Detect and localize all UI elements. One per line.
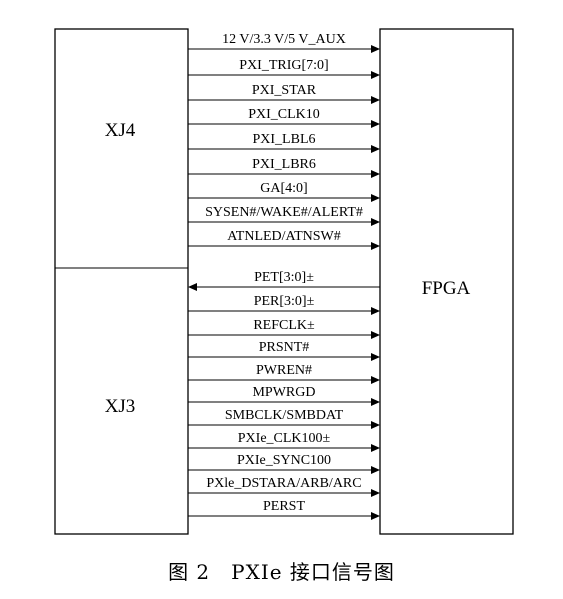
arrow-icon	[371, 242, 380, 250]
signal-label: PER[3:0]±	[254, 294, 315, 309]
signal-row: PWREN#	[188, 363, 380, 384]
figure-caption: 图 2 PXIe 接口信号图	[168, 560, 395, 584]
signal-label: PXI_STAR	[252, 83, 317, 98]
signal-row: PXI_LBR6	[188, 157, 380, 178]
signal-label: GA[4:0]	[260, 181, 307, 196]
signal-row: PXIe_SYNC100	[188, 453, 380, 474]
signal-label: PXI_TRIG[7:0]	[239, 58, 328, 73]
signal-label: PET[3:0]±	[254, 270, 314, 285]
signal-label: PXI_LBL6	[253, 132, 316, 147]
xj3-label: XJ3	[105, 396, 136, 417]
arrow-icon	[188, 283, 197, 291]
xj4-label: XJ4	[105, 120, 136, 141]
arrow-icon	[371, 353, 380, 361]
signal-row: SYSEN#/WAKE#/ALERT#	[188, 205, 380, 226]
arrow-icon	[371, 218, 380, 226]
signal-row: PET[3:0]±	[188, 270, 380, 291]
arrow-icon	[371, 421, 380, 429]
signal-label: ATNLED/ATNSW#	[227, 229, 341, 244]
signal-row: PXI_STAR	[188, 83, 380, 104]
signal-label: PXI_CLK10	[248, 107, 320, 122]
signal-row: SMBCLK/SMBDAT	[188, 408, 380, 429]
arrow-icon	[371, 145, 380, 153]
signal-label: MPWRGD	[252, 385, 315, 400]
arrow-icon	[371, 120, 380, 128]
arrow-icon	[371, 398, 380, 406]
arrow-icon	[371, 512, 380, 520]
arrow-icon	[371, 376, 380, 384]
arrow-icon	[371, 194, 380, 202]
signal-label: PXI_LBR6	[252, 157, 316, 172]
signal-row: PER[3:0]±	[188, 294, 380, 315]
signal-row: PERST	[188, 499, 380, 520]
signal-row: REFCLK±	[188, 318, 380, 339]
signal-label: PXle_DSTARA/ARB/ARC	[206, 476, 361, 491]
signal-label: PWREN#	[256, 363, 312, 378]
signal-row: ATNLED/ATNSW#	[188, 229, 380, 250]
signal-row: PXI_CLK10	[188, 107, 380, 128]
arrow-icon	[371, 331, 380, 339]
signal-row: PXI_TRIG[7:0]	[188, 58, 380, 79]
arrow-icon	[371, 71, 380, 79]
signal-row: GA[4:0]	[188, 181, 380, 202]
signal-label: PXIe_CLK100±	[238, 431, 331, 446]
signal-label: SYSEN#/WAKE#/ALERT#	[205, 205, 363, 220]
signal-label: PRSNT#	[259, 340, 310, 355]
signal-label: REFCLK±	[253, 318, 315, 333]
signal-row: PXI_LBL6	[188, 132, 380, 153]
signal-label: 12 V/3.3 V/5 V_AUX	[222, 32, 346, 47]
signal-label: PERST	[263, 499, 305, 514]
connector-block	[54, 28, 189, 535]
pxie-interface-diagram: XJ4 XJ3 FPGA 12 V/3.3 V/5 V_AUX PXI_TRIG[…	[54, 28, 514, 535]
arrow-icon	[371, 444, 380, 452]
arrow-icon	[371, 307, 380, 315]
signal-lines: 12 V/3.3 V/5 V_AUX PXI_TRIG[7:0] PXI_STAR P…	[188, 32, 380, 520]
signal-row: PXle_DSTARA/ARB/ARC	[188, 476, 380, 497]
signal-row: PXIe_CLK100±	[188, 431, 380, 452]
signal-row: MPWRGD	[188, 385, 380, 406]
arrow-icon	[371, 466, 380, 474]
arrow-icon	[371, 96, 380, 104]
signal-row: 12 V/3.3 V/5 V_AUX	[188, 32, 380, 53]
signal-label: SMBCLK/SMBDAT	[225, 408, 344, 423]
arrow-icon	[371, 45, 380, 53]
arrow-icon	[371, 489, 380, 497]
signal-label: PXIe_SYNC100	[237, 453, 331, 468]
fpga-block	[379, 28, 514, 535]
signal-row: PRSNT#	[188, 340, 380, 361]
fpga-label: FPGA	[422, 278, 471, 299]
arrow-icon	[371, 170, 380, 178]
